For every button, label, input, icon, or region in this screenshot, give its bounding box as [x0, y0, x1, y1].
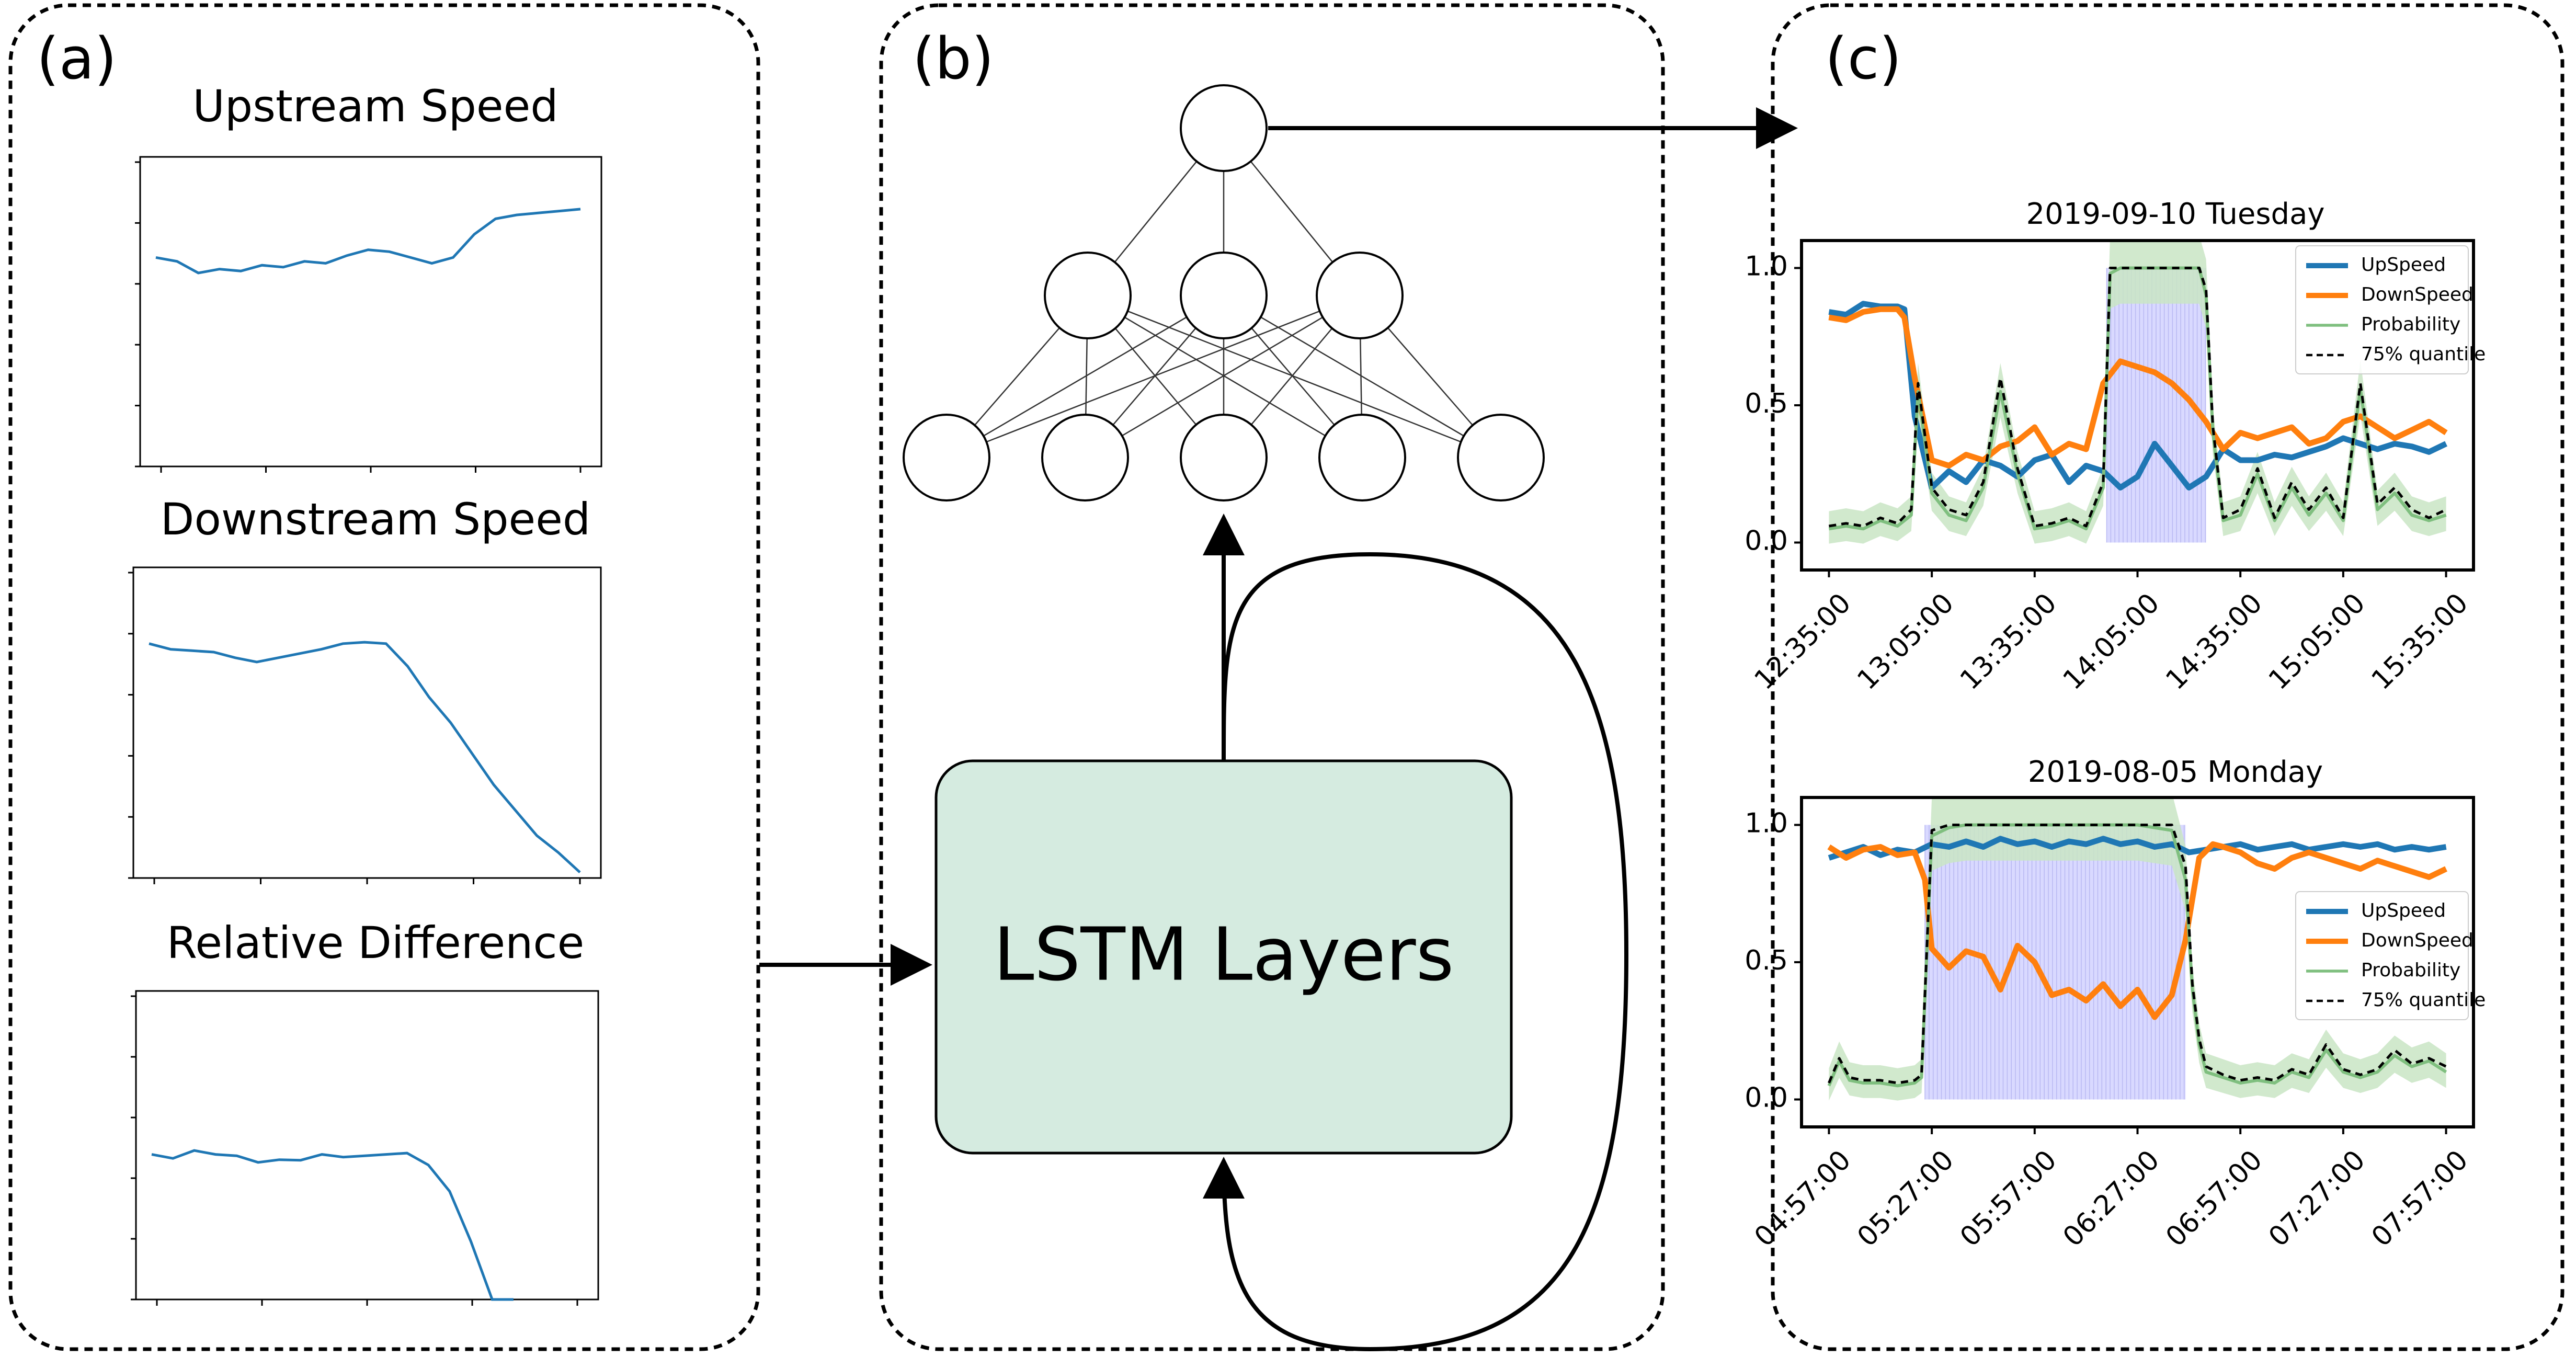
ytick-label: 0.5: [1745, 388, 1788, 419]
xtick-label: 05:27:00: [1851, 1144, 1960, 1253]
legend-box: [2295, 891, 2469, 1020]
xtick-label: 14:05:00: [2057, 587, 2166, 696]
panel-b-label: (b): [913, 25, 994, 92]
downstream-speed-axes: [132, 566, 602, 879]
panel-b-frame: [879, 3, 1665, 1351]
upstream-speed-title: Upstream Speed: [192, 81, 558, 132]
ytick-label: 1.0: [1745, 251, 1788, 282]
xtick-label: 07:57:00: [2366, 1144, 2475, 1253]
panel-a-label: (a): [37, 25, 117, 92]
neural-network: [903, 84, 1545, 501]
panel-c-label: (c): [1825, 25, 1901, 92]
network-node: [1457, 414, 1545, 501]
probability-band: [1829, 241, 2446, 544]
xtick-label: 13:35:00: [1954, 587, 2063, 696]
legend-label: DownSpeed: [2361, 930, 2474, 951]
relative-difference-chart: [131, 990, 599, 1306]
network-node: [1041, 414, 1129, 501]
xtick-label: 07:27:00: [2263, 1144, 2372, 1253]
chart-top: 0.0 0.5 1.0 12:35:0013:05:0013:35:0014:05:0…: [1745, 239, 2486, 696]
network-node: [903, 414, 990, 501]
downstream-speed-chart: [128, 566, 602, 884]
xtick-label: 14:35:00: [2160, 587, 2269, 696]
upstream-speed-chart: [135, 156, 602, 473]
recurrent-loop-arrow: [1203, 552, 1629, 1352]
xtick-label: 06:57:00: [2160, 1144, 2269, 1253]
xtick-label: 15:35:00: [2366, 587, 2475, 696]
downstream-speed-title: Downstream Speed: [161, 494, 590, 545]
lstm-label: LSTM Layers: [994, 913, 1454, 998]
xtick-label: 05:57:00: [1954, 1144, 2063, 1253]
legend-label: UpSpeed: [2361, 900, 2446, 921]
network-edge: [1087, 294, 1363, 459]
xtick-label: 13:05:00: [1851, 587, 1960, 696]
network-node: [1180, 252, 1268, 339]
network-edge: [946, 294, 1224, 459]
ytick-label: 1.0: [1745, 808, 1788, 839]
network-node: [1318, 414, 1406, 501]
network-node: [1180, 414, 1268, 501]
chart-top-title: 2019-09-10 Tuesday: [2026, 197, 2324, 231]
plot-area: [1828, 241, 2448, 544]
network-node: [1180, 84, 1268, 172]
anomaly-region: [1925, 825, 2186, 1100]
upstream-speed-line: [155, 208, 581, 275]
ytick-label: 0.5: [1745, 945, 1788, 976]
plot-area: [1827, 797, 2447, 1101]
downstream-speed-line: [149, 641, 581, 874]
network-edge: [1085, 294, 1360, 459]
ytick-label: 0.0: [1745, 1082, 1788, 1114]
legend-label: 75% quantile: [2361, 989, 2486, 1011]
relative-difference-axes: [135, 990, 599, 1301]
series-line-75-quantile: [1828, 824, 2447, 1085]
legend-label: DownSpeed: [2361, 284, 2474, 305]
series-line-downspeed: [1827, 841, 2447, 1020]
network-edge: [1087, 294, 1501, 459]
legend-label: 75% quantile: [2361, 344, 2486, 365]
network-node: [1316, 252, 1404, 339]
xtick-label: 12:35:00: [1749, 587, 1857, 696]
network-edge: [946, 294, 1360, 459]
series-line-75-quantile: [1829, 267, 2447, 528]
chart-bottom-title: 2019-08-05 Monday: [2028, 755, 2323, 789]
xtick-label: 15:05:00: [2263, 587, 2372, 696]
legend-label: UpSpeed: [2361, 254, 2446, 276]
relative-difference-line: [151, 1149, 514, 1301]
panel-c-frame: [1771, 3, 2564, 1351]
panel-a-frame: [8, 3, 760, 1351]
legend-label: Probability: [2361, 314, 2460, 335]
probability-band: [1829, 797, 2446, 1101]
xtick-label: 04:57:00: [1749, 1144, 1857, 1253]
chart-bottom: 0.0 0.5 1.0 04:57:0005:27:0005:57:0006:27:0…: [1745, 796, 2486, 1253]
legend-box: [2295, 245, 2469, 374]
legend-label: Probability: [2361, 960, 2460, 981]
xtick-label: 06:27:00: [2057, 1144, 2166, 1253]
network-node: [1044, 252, 1132, 339]
upstream-speed-axes: [139, 156, 602, 467]
network-edge: [1223, 294, 1501, 459]
ytick-label: 0.0: [1745, 526, 1788, 557]
relative-difference-title: Relative Difference: [167, 917, 585, 968]
